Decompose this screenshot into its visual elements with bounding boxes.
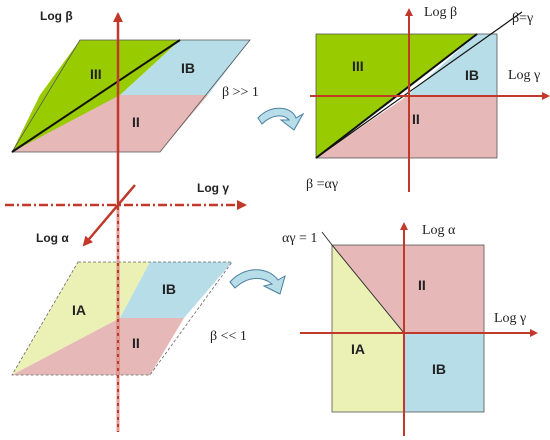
top-right-label-ii: II [412, 111, 420, 127]
bottom-right-label-ii: II [418, 277, 426, 293]
top-right-region-ib [407, 34, 497, 96]
top-right-x-axis-label: Log γ [508, 68, 540, 83]
top-left-label-iii: III [90, 66, 102, 82]
bottom-right-y-axis-label: Log α [422, 223, 456, 238]
curved-arrow-icon [229, 269, 286, 295]
bottom-left-label-ia: IA [72, 302, 86, 318]
upper-transform-arrow: β >> 1 [222, 85, 305, 131]
bottom-left-label-ib: IB [162, 281, 176, 297]
bottom-right-line-label: αγ = 1 [282, 231, 317, 246]
top-left-region-ib [120, 40, 250, 95]
bottom-left-region-ia [12, 262, 150, 375]
top-left-boundary-line [11, 39, 181, 153]
top-left-label-ib: IB [181, 60, 195, 76]
curved-arrow-icon [257, 107, 305, 131]
bottom-left-plane-outline [11, 261, 233, 376]
top-right-y-axis-label: Log β [424, 5, 457, 20]
bottom-right-region-ii [332, 245, 484, 333]
bottom-right-frame [331, 244, 485, 413]
top-right-boundary-line [315, 11, 523, 159]
bottom-left-panel: IA IB II [11, 261, 233, 376]
top-right-label-ib: IB [465, 67, 479, 83]
bottom-left-region-ii [12, 318, 184, 375]
bottom-right-region-ib [404, 333, 484, 412]
condition-beta-large: β >> 1 [222, 85, 259, 100]
top-left-panel: III IB II [11, 39, 251, 153]
bottom-right-panel: Log α Log γ αγ = 1 IA II IB [282, 222, 538, 436]
center-x-axis-label: Log γ [197, 181, 229, 195]
top-left-label-ii: II [132, 114, 140, 130]
top-left-plane-outline [11, 39, 251, 153]
bottom-right-region-ia [332, 245, 404, 412]
top-right-line-upper-label: β=γ [512, 11, 533, 26]
lower-transform-arrow: β << 1 [210, 269, 286, 344]
bottom-left-region-ib [120, 262, 232, 318]
top-right-region-ii [316, 96, 497, 158]
bottom-left-label-ii: II [132, 335, 140, 351]
top-right-label-iii: III [352, 58, 364, 74]
center-y-axis-label: Log β [40, 9, 73, 23]
bottom-right-label-ia: IA [351, 341, 365, 357]
condition-beta-small: β << 1 [210, 329, 247, 344]
center-z-axis-label: Log α [36, 231, 69, 245]
top-right-line-lower-label: β =αγ [306, 177, 338, 192]
bottom-right-label-ib: IB [432, 361, 446, 377]
bottom-right-x-axis-label: Log γ [494, 311, 526, 326]
top-right-panel: Log β Log γ β=γ β =αγ III IB II [306, 5, 550, 192]
log-alpha-axis [82, 184, 136, 247]
center-axes: Log β Log γ Log α [5, 9, 247, 432]
